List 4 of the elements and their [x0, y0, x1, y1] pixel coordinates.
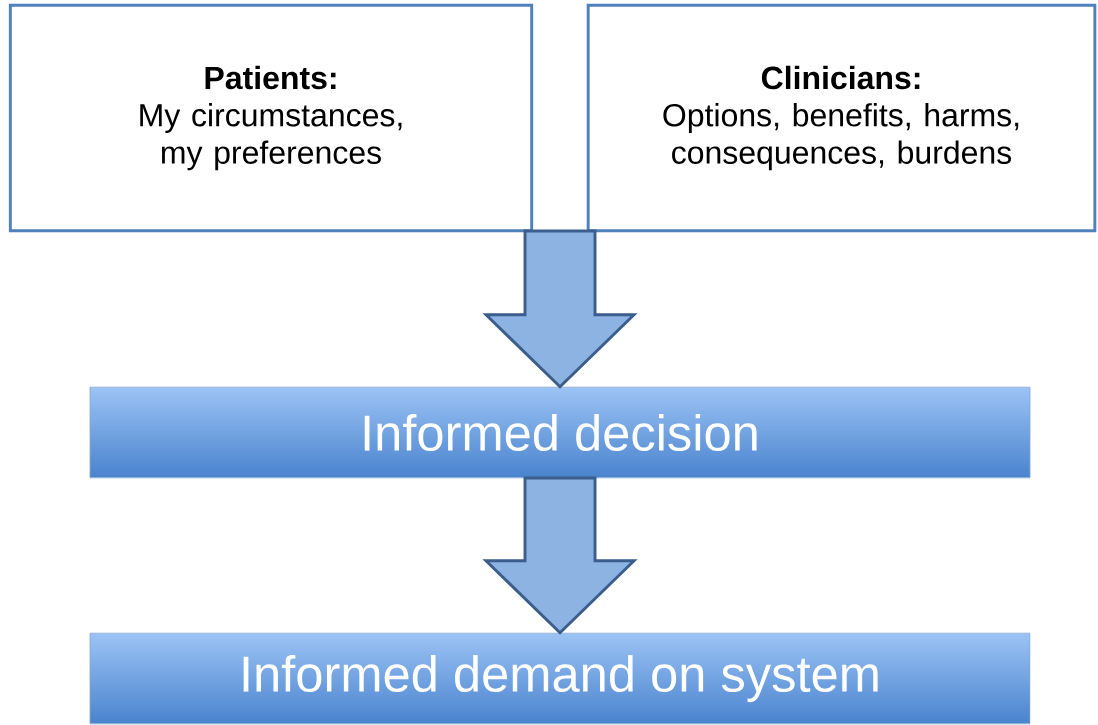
text-box: Patients: My circumstances, my preferences — [8, 3, 534, 233]
banner-box: Informed decision — [89, 386, 1031, 479]
text-box: Clinicians: Options, benefits, harms, consequences, burdens — [586, 3, 1097, 233]
banner-box: Informed demand on system — [89, 632, 1031, 725]
